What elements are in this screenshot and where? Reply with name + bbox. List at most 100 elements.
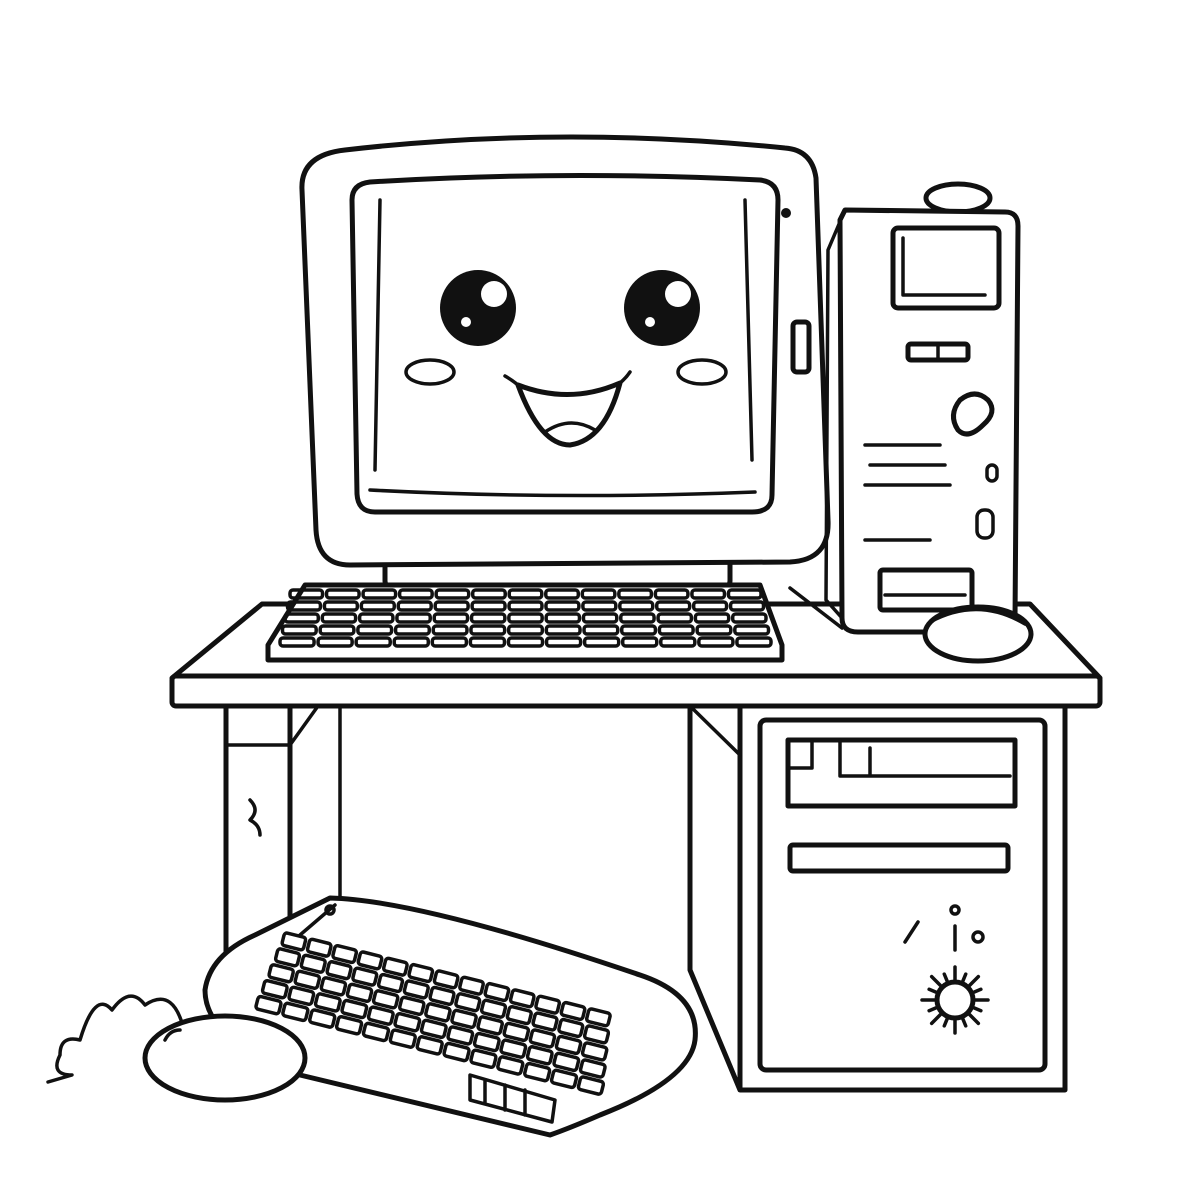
key[interactable] [552,1051,581,1073]
key[interactable] [351,966,379,987]
key[interactable] [528,1028,557,1049]
key[interactable] [506,624,545,636]
key[interactable] [345,982,374,1004]
key[interactable] [407,962,435,984]
key[interactable] [285,600,323,612]
key[interactable] [531,1011,559,1032]
key[interactable] [507,612,544,624]
key[interactable] [308,1008,337,1029]
key[interactable] [260,978,289,1000]
key[interactable] [695,624,733,636]
key[interactable] [454,992,482,1013]
key[interactable] [428,985,456,1007]
key[interactable] [340,998,369,1020]
key[interactable] [393,624,432,636]
key[interactable] [396,600,433,612]
key[interactable] [334,1014,364,1036]
key[interactable] [434,588,471,600]
key[interactable] [280,931,308,952]
key[interactable] [525,1045,554,1066]
key[interactable] [395,612,432,624]
key[interactable] [305,937,333,958]
key[interactable] [580,1041,609,1062]
key[interactable] [472,1031,501,1053]
key[interactable] [433,600,470,612]
key[interactable] [499,1038,528,1059]
key[interactable] [331,943,359,965]
key[interactable] [392,636,431,648]
key[interactable] [319,976,348,997]
key[interactable] [359,600,397,612]
key[interactable] [544,600,581,612]
key[interactable] [578,1058,607,1079]
floor-keyboard[interactable] [202,895,698,1138]
sun-power-icon[interactable] [920,965,990,1035]
key[interactable] [483,981,511,1003]
key[interactable] [476,1015,504,1036]
key[interactable] [288,588,325,600]
key[interactable] [557,1017,585,1039]
key[interactable] [544,588,581,600]
key[interactable] [580,588,617,600]
key[interactable] [619,612,656,624]
key[interactable] [324,588,361,600]
key[interactable] [479,998,508,1019]
key[interactable] [469,624,507,636]
power-button[interactable] [781,208,791,218]
key[interactable] [735,636,773,648]
floor-mouse[interactable] [46,994,308,1103]
key[interactable] [470,600,507,612]
key[interactable] [393,1012,422,1033]
key[interactable] [402,979,430,1000]
key[interactable] [442,1041,471,1063]
key[interactable] [507,588,544,600]
key[interactable] [468,636,507,648]
key[interactable] [733,624,771,636]
key[interactable] [726,588,763,600]
key[interactable] [432,612,470,624]
key[interactable] [544,636,583,648]
key[interactable] [657,624,695,636]
key[interactable] [397,588,434,600]
key[interactable] [697,636,735,648]
key[interactable] [354,636,392,648]
key[interactable] [654,600,692,612]
key[interactable] [730,612,768,624]
key[interactable] [581,600,618,612]
key[interactable] [469,612,507,624]
key[interactable] [656,612,694,624]
key[interactable] [281,1001,310,1023]
key[interactable] [617,588,654,600]
key[interactable] [376,972,405,994]
key[interactable] [397,995,426,1017]
key[interactable] [361,588,398,600]
key[interactable] [361,1021,391,1043]
key[interactable] [381,956,409,977]
key[interactable] [431,624,469,636]
key[interactable] [371,989,400,1010]
key[interactable] [582,624,620,636]
key[interactable] [357,612,395,624]
key[interactable] [388,1028,417,1049]
key[interactable] [469,1048,498,1070]
key[interactable] [424,1002,452,1023]
key[interactable] [419,1018,448,1040]
key[interactable] [534,994,562,1015]
key[interactable] [659,636,697,648]
key[interactable] [690,588,727,600]
key[interactable] [254,994,283,1016]
key[interactable] [287,985,316,1007]
side-button[interactable] [790,319,812,375]
key[interactable] [549,1068,579,1090]
key[interactable] [522,1061,552,1083]
key[interactable] [366,1005,395,1026]
key[interactable] [582,636,621,648]
key[interactable] [322,600,360,612]
key[interactable] [267,963,295,984]
key[interactable] [299,953,327,974]
key[interactable] [508,988,536,1009]
key[interactable] [506,636,545,648]
key[interactable] [581,612,619,624]
key[interactable] [356,624,394,636]
key[interactable] [318,624,356,636]
